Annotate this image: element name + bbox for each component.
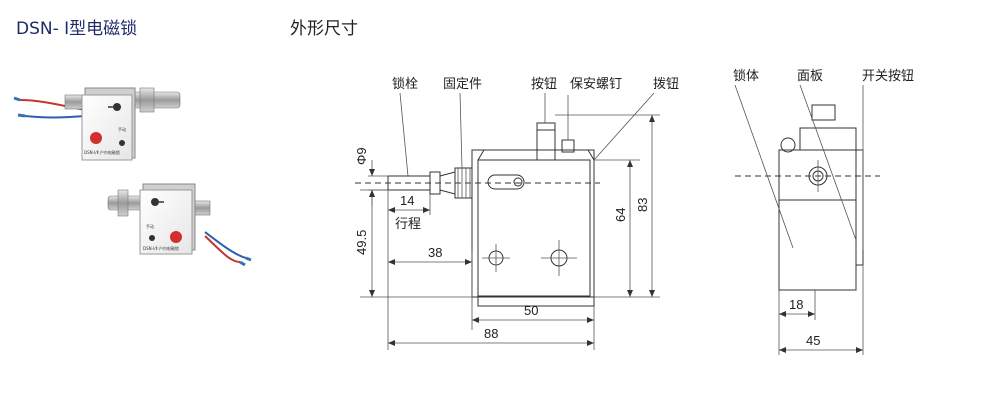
label-fixing-part: 固定件 [443, 77, 482, 92]
label-lever-button: 拨钮 [653, 77, 679, 92]
product-title: DSN- Ⅰ型电磁锁 [16, 19, 138, 39]
leader-panel [799, 84, 857, 241]
dim-18: 18 [789, 297, 803, 312]
product-photo-top: 手动 DSN-Ⅰ/Ⅱ 户内电磁锁 [13, 87, 181, 161]
label-panel: 面板 [797, 69, 823, 84]
fixing-part [454, 167, 473, 199]
label-button: 按钮 [531, 77, 557, 92]
label-lock-body: 锁体 [733, 68, 759, 84]
label-safety-screw: 保安螺钉 [570, 77, 622, 92]
photo-top-small-text: 手动 [118, 126, 126, 132]
side-panel [855, 149, 864, 266]
dim-88: 88 [484, 326, 498, 341]
dim-49-5: 49.5 [354, 230, 369, 255]
label-switch-button: 开关按钮 [862, 69, 914, 84]
label-lock-bolt: 锁栓 [392, 76, 418, 92]
dim-phi9: Φ9 [354, 147, 369, 165]
dim-50: 50 [524, 303, 538, 318]
product-photo-bottom: 手动 DSN-Ⅰ/Ⅱ 户内电磁锁 [107, 183, 252, 267]
dim-38: 38 [428, 245, 442, 260]
section-title: 外形尺寸 [290, 19, 358, 39]
dim-14: 14 [400, 193, 414, 208]
dim-64: 64 [613, 208, 628, 222]
label-travel: 行程 [395, 217, 421, 232]
photo-bottom-panel-label: DSN-Ⅰ/Ⅱ 户内电磁锁 [143, 245, 179, 251]
side-top-button [811, 104, 836, 121]
dim-45: 45 [806, 333, 820, 348]
photo-bottom-small-text: 手动 [146, 223, 154, 229]
front-body [471, 149, 595, 298]
dim-83: 83 [635, 198, 650, 212]
front-view-drawing: 锁栓 固定件 按钮 保安螺钉 拨钮 行程 Φ9 14 49.5 38 50 88… [354, 76, 679, 350]
side-view-drawing: 锁体 面板 开关按钮 18 45 [733, 68, 914, 355]
leader-lock-body [734, 84, 794, 249]
photo-top-panel-label: DSN-Ⅰ/Ⅱ 户内电磁锁 [84, 149, 120, 155]
button-outline [536, 122, 556, 161]
